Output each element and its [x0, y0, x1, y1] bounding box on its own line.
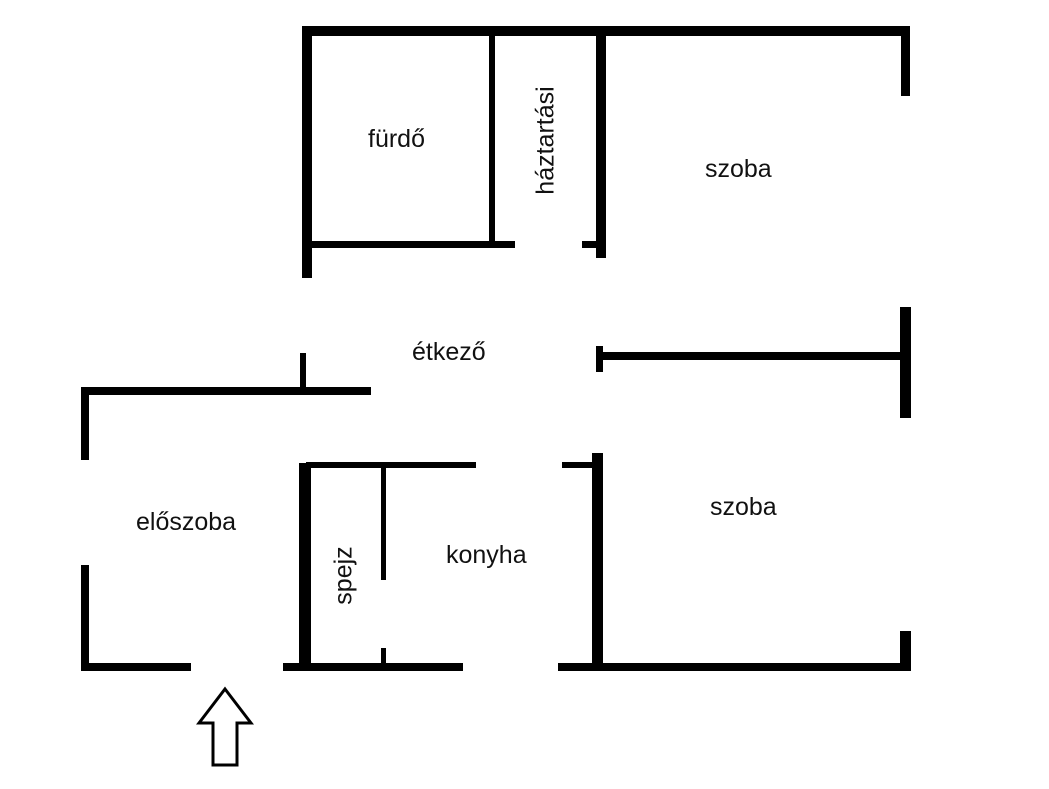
- wall-bathroom-bottom: [310, 241, 515, 248]
- wall-bathroom-left: [302, 26, 312, 278]
- wall-top-outer: [302, 26, 910, 36]
- room-label-dining: étkező: [412, 338, 486, 366]
- room-label-kitchen: konyha: [446, 541, 527, 569]
- wall-bathroom-utility-divider: [489, 34, 495, 246]
- wall-hall-left-lower: [81, 565, 89, 671]
- room-label-utility: háztartási: [531, 86, 560, 195]
- wall-room-bottom-bottom: [558, 663, 911, 671]
- wall-hall-bottom: [81, 663, 191, 671]
- wall-pantry-divider-upper: [381, 462, 386, 580]
- room-label-pantry: spejz: [329, 546, 358, 605]
- wall-utility-stub: [582, 241, 604, 248]
- wall-pantry-left: [299, 463, 311, 671]
- room-label-room-top: szoba: [705, 155, 772, 183]
- wall-pantry-divider-lower: [381, 648, 386, 668]
- wall-hall-top: [81, 387, 371, 395]
- room-label-bathroom: fürdő: [368, 125, 425, 153]
- wall-kitchen-bottom: [283, 663, 463, 671]
- wall-rooms-separator: [600, 352, 910, 360]
- wall-dining-left-stub: [300, 353, 306, 393]
- room-label-room-bottom: szoba: [710, 493, 777, 521]
- wall-right-bottom: [900, 631, 911, 671]
- room-label-hall: előszoba: [136, 508, 237, 536]
- wall-right-middle: [900, 307, 911, 418]
- wall-kitchen-right-stub: [562, 462, 598, 468]
- wall-separator-left-stub: [596, 346, 603, 372]
- wall-kitchen-top: [306, 462, 476, 468]
- wall-room-top-left: [596, 34, 606, 258]
- wall-hall-left-upper: [81, 387, 89, 460]
- wall-right-top: [901, 26, 910, 96]
- wall-room-bottom-left: [592, 453, 603, 671]
- entrance-arrow-icon: [196, 686, 254, 767]
